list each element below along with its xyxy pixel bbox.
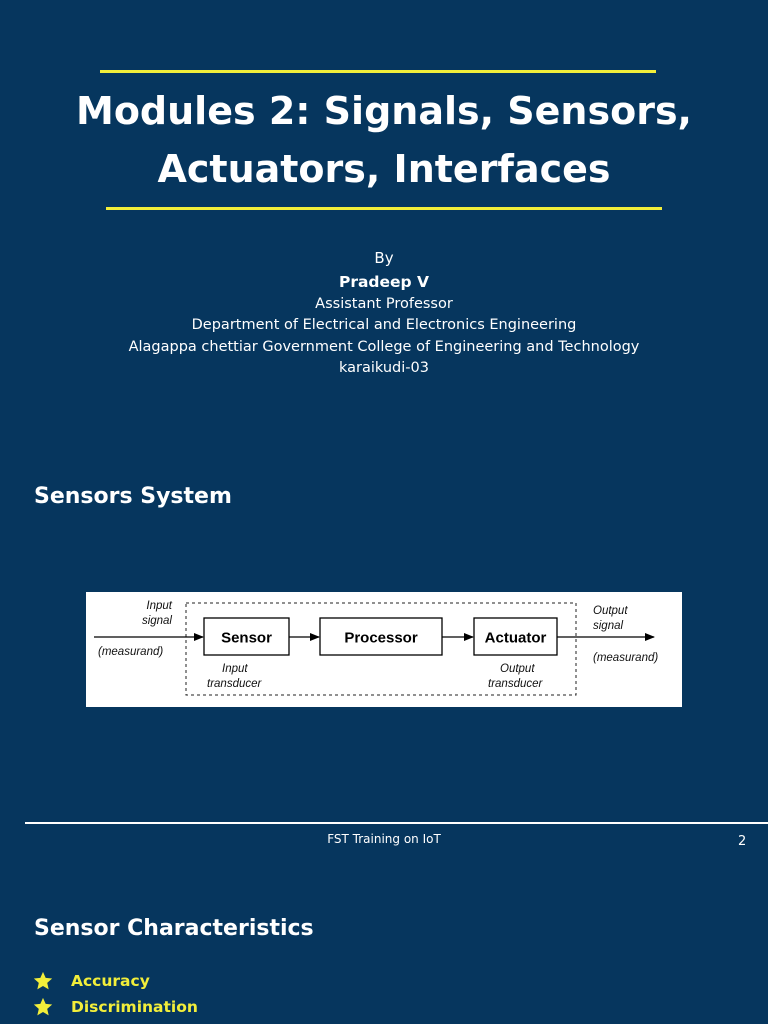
slide-title: Modules 2: Signals, Sensors, Actuators, … bbox=[40, 82, 728, 198]
author-role: Assistant Professor bbox=[315, 295, 453, 312]
input-signal-line1: Input bbox=[146, 600, 172, 612]
characteristics-list: Accuracy Discrimination bbox=[32, 968, 198, 1020]
output-transducer-line2: transducer bbox=[488, 678, 544, 690]
sensor-box bbox=[203, 617, 290, 656]
bullet-label: Discrimination bbox=[71, 998, 198, 1016]
author-block: By Pradeep V Assistant Professor Departm… bbox=[40, 248, 728, 380]
author-city: karaikudi-03 bbox=[339, 360, 429, 376]
input-transducer-line1: Input bbox=[222, 663, 248, 675]
input-signal-line2: signal bbox=[142, 615, 172, 627]
author-department: Department of Electrical and Electronics… bbox=[191, 317, 577, 333]
bullet-label: Accuracy bbox=[71, 972, 150, 990]
actuator-label: Actuator bbox=[485, 630, 547, 647]
title-top-rule bbox=[100, 70, 656, 73]
title-line-1: Modules 2: Signals, Sensors, bbox=[76, 89, 692, 133]
footer-text: FST Training on IoT bbox=[327, 832, 441, 846]
sensor-label: Sensor bbox=[221, 630, 272, 647]
output-transducer-line1: Output bbox=[500, 663, 535, 675]
output-measurand: (measurand) bbox=[593, 652, 658, 664]
system-boundary-dashed bbox=[185, 602, 577, 696]
title-line-2: Actuators, Interfaces bbox=[157, 147, 611, 191]
star-bullet-icon bbox=[33, 997, 53, 1016]
sensors-system-heading: Sensors System bbox=[34, 484, 232, 509]
author-name: Pradeep V bbox=[338, 272, 430, 291]
list-item: Accuracy bbox=[32, 968, 198, 994]
title-bottom-rule bbox=[106, 207, 662, 210]
processor-label: Processor bbox=[344, 630, 418, 647]
page-number: 2 bbox=[738, 834, 747, 849]
footer-rule bbox=[25, 822, 768, 824]
output-signal-line1: Output bbox=[593, 605, 628, 617]
input-measurand: (measurand) bbox=[98, 646, 163, 658]
sensor-system-diagram-svg: Sensor Processor Actuator Input signal (… bbox=[94, 600, 658, 696]
actuator-box bbox=[473, 617, 558, 656]
by-label: By bbox=[374, 249, 394, 267]
output-signal-line2: signal bbox=[593, 620, 623, 632]
sensor-characteristics-heading: Sensor Characteristics bbox=[34, 916, 314, 941]
author-college: Alagappa chettiar Government College of … bbox=[128, 338, 640, 355]
sensor-system-diagram: Sensor Processor Actuator Input signal (… bbox=[86, 592, 682, 707]
list-item: Discrimination bbox=[32, 994, 198, 1020]
processor-box bbox=[319, 617, 443, 656]
star-bullet-icon bbox=[33, 971, 53, 990]
input-transducer-line2: transducer bbox=[207, 678, 263, 690]
